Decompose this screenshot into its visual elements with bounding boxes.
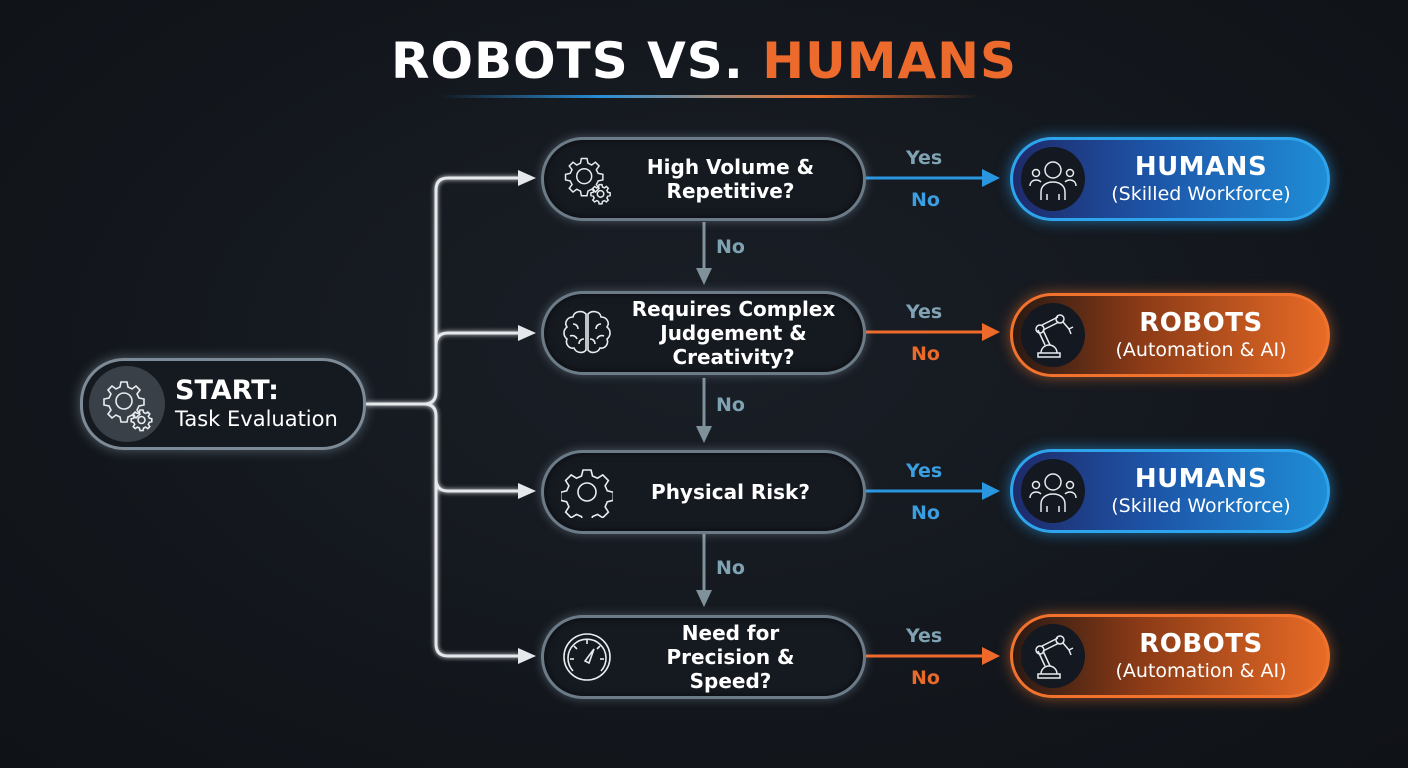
outcome-title: ROBOTS xyxy=(1139,308,1263,338)
gears-icon xyxy=(89,366,165,442)
yes-label: Yes xyxy=(906,460,943,482)
outcome-subtitle: (Skilled Workforce) xyxy=(1111,495,1291,517)
brain-icon xyxy=(552,308,622,358)
no-label: No xyxy=(911,189,940,211)
yes-label: Yes xyxy=(906,147,943,169)
outcome-robots: ROBOTS (Automation & AI) xyxy=(1010,614,1330,698)
robot-arm-icon xyxy=(1021,303,1085,367)
title-underline xyxy=(440,95,980,98)
gears-icon xyxy=(552,151,622,207)
yes-label: Yes xyxy=(906,301,943,323)
question-text: High Volume & Repetitive? xyxy=(646,155,815,203)
no-label: No xyxy=(911,667,940,689)
robot-arm-icon xyxy=(1021,624,1085,688)
start-node: START: Task Evaluation xyxy=(80,358,366,450)
question-text: Need for Precision & Speed? xyxy=(666,621,795,693)
down-no-label: No xyxy=(716,236,745,258)
outcome-subtitle: (Automation & AI) xyxy=(1115,339,1287,361)
start-label: START: xyxy=(175,375,279,406)
no-label: No xyxy=(911,502,940,524)
question-node-high-volume: High Volume & Repetitive? xyxy=(541,137,866,221)
outcome-humans: HUMANS (Skilled Workforce) xyxy=(1010,449,1330,533)
outcome-humans: HUMANS (Skilled Workforce) xyxy=(1010,137,1330,221)
yes-label: Yes xyxy=(906,625,943,647)
outcome-title: HUMANS xyxy=(1134,464,1268,494)
outcome-subtitle: (Automation & AI) xyxy=(1115,660,1287,682)
outcome-subtitle: (Skilled Workforce) xyxy=(1111,183,1291,205)
outcome-robots: ROBOTS (Automation & AI) xyxy=(1010,293,1330,377)
down-no-label: No xyxy=(716,394,745,416)
start-sublabel: Task Evaluation xyxy=(175,407,338,431)
outcome-title: HUMANS xyxy=(1134,152,1268,182)
question-node-complex-judgement: Requires Complex Judgement & Creativity? xyxy=(541,291,866,375)
speedometer-icon xyxy=(552,631,622,683)
question-text: Requires Complex Judgement & Creativity? xyxy=(631,297,836,369)
gear-icon xyxy=(552,466,622,518)
title-humans: HUMANS xyxy=(762,32,1018,90)
down-no-label: No xyxy=(716,557,745,579)
people-icon xyxy=(1021,147,1085,211)
question-node-physical-risk: Physical Risk? xyxy=(541,450,866,534)
no-label: No xyxy=(911,343,940,365)
question-node-precision-speed: Need for Precision & Speed? xyxy=(541,615,866,699)
question-text: Physical Risk? xyxy=(651,480,810,504)
title-robots: ROBOTS VS. xyxy=(390,32,744,90)
people-icon xyxy=(1021,459,1085,523)
page-title: ROBOTS VS. HUMANS xyxy=(0,32,1408,90)
outcome-title: ROBOTS xyxy=(1139,629,1263,659)
